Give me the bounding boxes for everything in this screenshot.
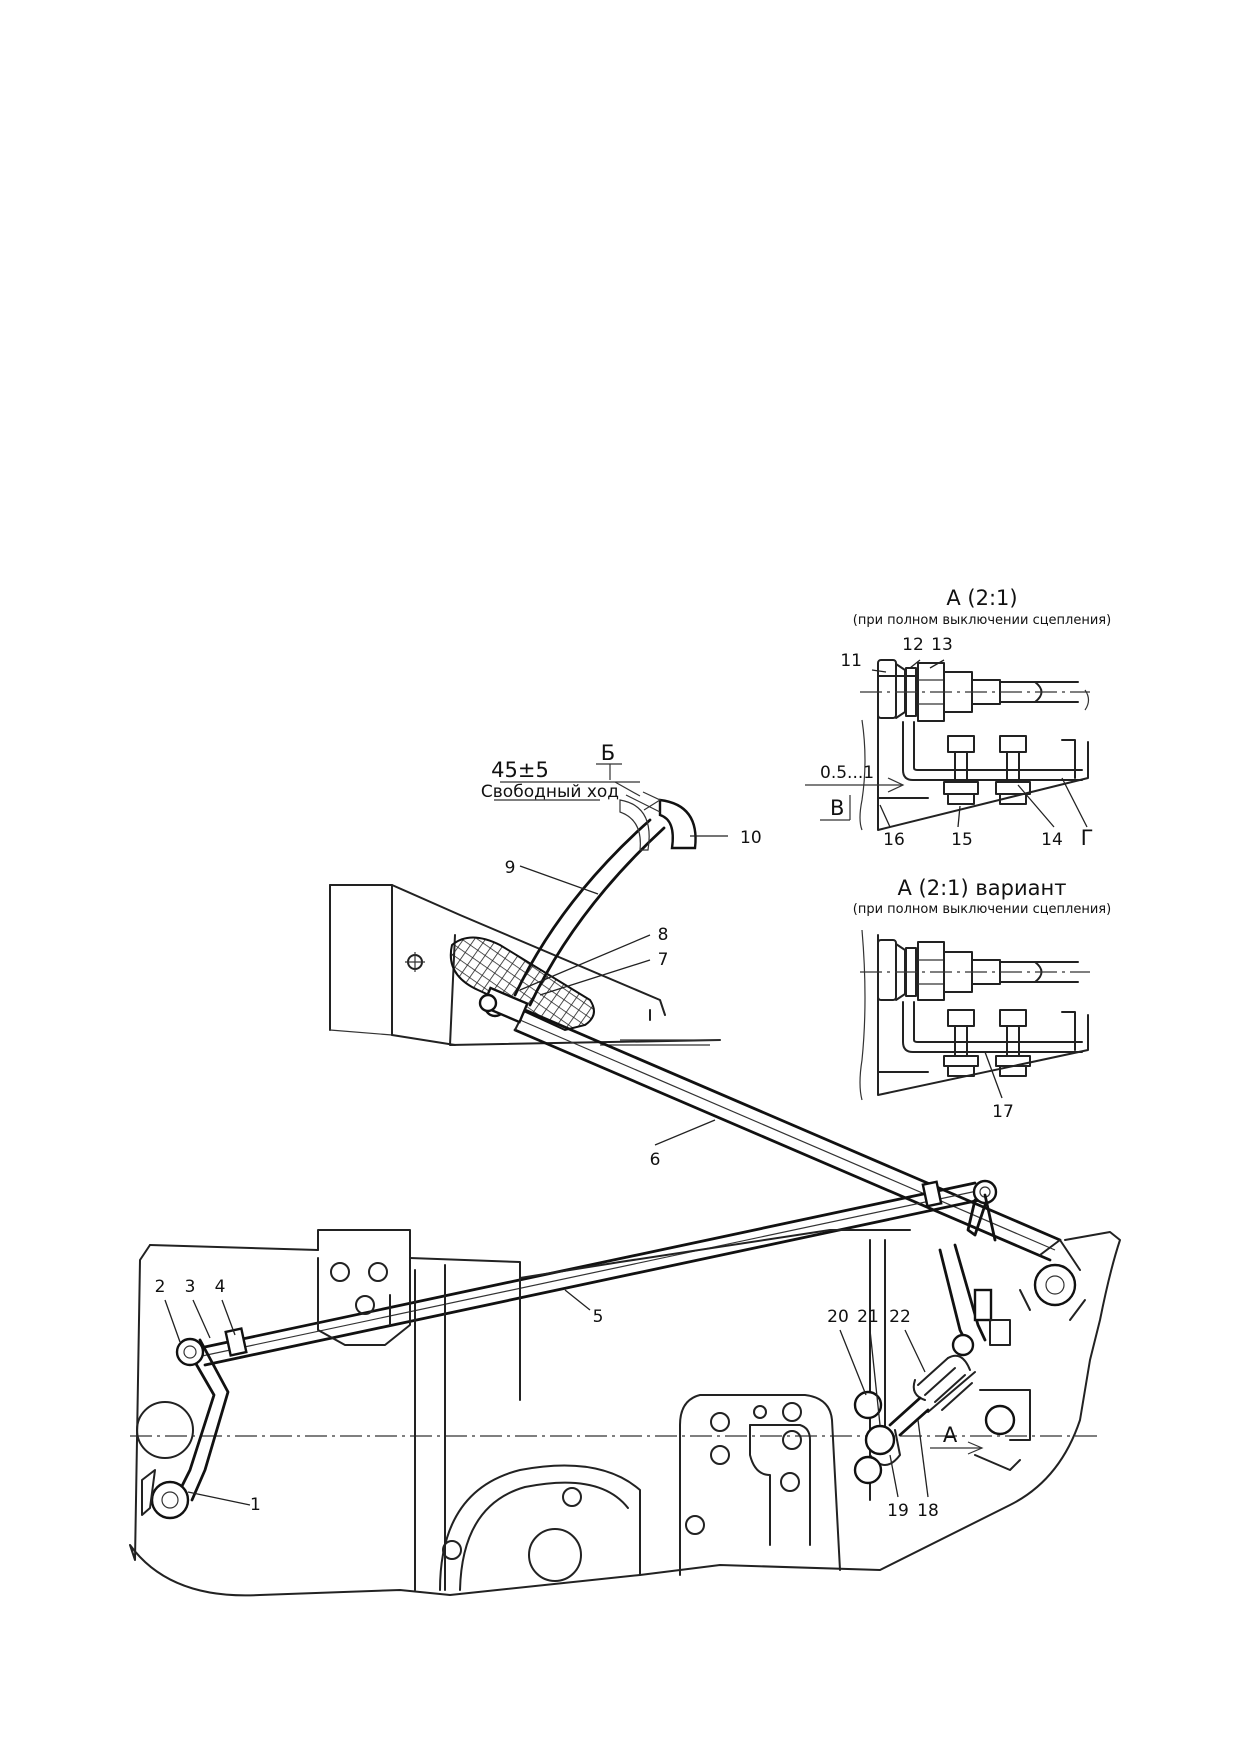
- callout-15: 15: [951, 830, 973, 850]
- section-b-label: Б: [601, 741, 615, 765]
- view-a-title: А (2:1): [946, 586, 1017, 610]
- view-a-subtitle: (при полном выключении сцепления): [853, 613, 1111, 628]
- callout-21: 21: [857, 1307, 879, 1327]
- callout-14: 14: [1041, 830, 1063, 850]
- callout-22: 22: [889, 1307, 911, 1327]
- rod-5: 5: [198, 1180, 982, 1367]
- pedal-assembly: 45±5 Свободный ход Б 9 8 7 10: [329, 741, 762, 1046]
- callout-5: 5: [593, 1307, 604, 1327]
- callout-3: 3: [185, 1277, 196, 1297]
- callout-19: 19: [887, 1501, 909, 1521]
- callout-9: 9: [505, 858, 516, 878]
- section-v-label: В: [830, 796, 844, 820]
- view-a-variant-title: А (2:1) вариант: [898, 876, 1067, 900]
- free-play-value: 45±5: [491, 758, 549, 782]
- callout-4: 4: [215, 1277, 226, 1297]
- clearance-label: 0.5...1: [820, 763, 874, 783]
- frame-housing: [129, 1229, 1121, 1597]
- callout-6: 6: [650, 1150, 661, 1170]
- callout-13: 13: [931, 635, 953, 655]
- callout-2: 2: [155, 1277, 166, 1297]
- view-a-variant-detail: А (2:1) вариант (при полном выключении с…: [853, 876, 1111, 1122]
- view-marker-a: А: [943, 1423, 958, 1447]
- rod-6: 6: [478, 986, 1062, 1262]
- view-a-variant-subtitle: (при полном выключении сцепления): [853, 902, 1111, 917]
- view-a-detail: А (2:1) (при полном выключении сцепления…: [805, 586, 1111, 850]
- callout-16: 16: [883, 830, 905, 850]
- callout-17: 17: [992, 1102, 1014, 1122]
- callout-12: 12: [902, 635, 924, 655]
- right-lever-assembly: А 20 21 22 19 18: [827, 1179, 1086, 1521]
- callout-11: 11: [840, 651, 862, 671]
- callout-10: 10: [740, 828, 762, 848]
- lever-1: 1 2 3 4: [141, 1277, 261, 1520]
- callout-7: 7: [658, 950, 669, 970]
- section-g-label: Г: [1081, 826, 1094, 850]
- callout-8: 8: [658, 925, 669, 945]
- free-play-label: Свободный ход: [481, 782, 619, 802]
- spring-22: [912, 1354, 976, 1413]
- callout-1: 1: [250, 1495, 261, 1515]
- callout-18: 18: [917, 1501, 939, 1521]
- callout-20: 20: [827, 1307, 849, 1327]
